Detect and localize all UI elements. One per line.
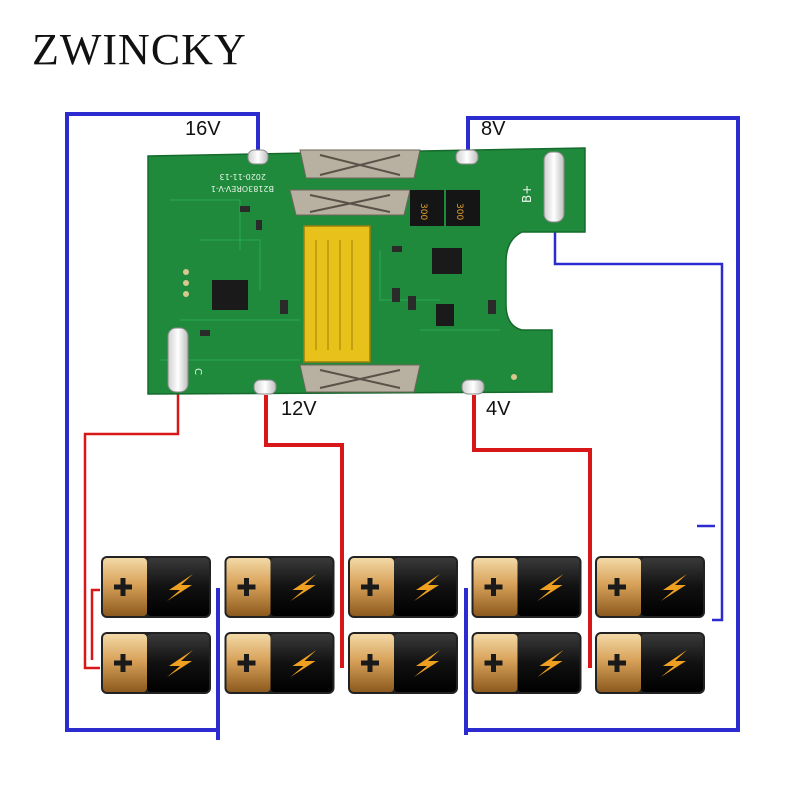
pcb-b-plus-label: B+ <box>520 185 534 203</box>
front-links <box>216 445 592 740</box>
plus-icon <box>608 654 626 672</box>
mosfet-right <box>446 190 480 226</box>
battery-array <box>101 556 705 694</box>
pad-4v <box>461 379 485 395</box>
lightning-bolt-icon <box>537 650 564 677</box>
pad-8v <box>455 149 479 165</box>
pad-b-plus <box>543 151 565 223</box>
pad-16v <box>247 149 269 165</box>
plus-icon <box>608 578 626 596</box>
pcb-c-label: C <box>192 368 203 375</box>
bms-pcb: 300 300 B2183OREV-V-1 2020-11-13 B+ C <box>147 147 586 395</box>
plus-icon <box>237 654 256 672</box>
battery-cell <box>101 556 211 618</box>
battery-cell <box>224 632 335 694</box>
plus-icon <box>361 654 379 672</box>
lightning-bolt-icon <box>290 650 317 677</box>
battery-cell <box>471 556 582 618</box>
wire-b-plus <box>553 225 724 622</box>
ic-chip <box>212 280 248 310</box>
tap-label-4v: 4V <box>486 398 511 420</box>
battery-cell <box>224 556 335 618</box>
lightning-bolt-icon <box>167 650 193 677</box>
tap-label-12v: 12V <box>281 398 317 420</box>
pcb-revision: B2183OREV-V-1 <box>211 184 274 193</box>
ic-tiny <box>436 304 454 326</box>
lightning-bolt-icon <box>661 650 687 677</box>
tap-label-16v: 16V <box>185 118 221 140</box>
wire-12v <box>264 395 344 668</box>
lightning-bolt-icon <box>661 574 687 601</box>
plus-icon <box>114 654 132 672</box>
plus-icon <box>484 654 503 672</box>
battery-cell <box>348 632 458 694</box>
lightning-bolt-icon <box>537 574 564 601</box>
resistor-code-right: 300 <box>454 203 464 220</box>
lightning-bolt-icon <box>167 574 193 601</box>
brand-logo: ZWINCKY <box>32 25 247 74</box>
pcb-date: 2020-11-13 <box>220 172 267 181</box>
resistor-code-left: 300 <box>418 203 428 220</box>
wire-negative <box>83 375 180 670</box>
red-wires <box>83 375 592 670</box>
battery-cell <box>348 556 458 618</box>
connector-ribs <box>315 240 353 350</box>
battery-cell <box>595 556 705 618</box>
lightning-bolt-icon <box>414 574 440 601</box>
lightning-bolt-icon <box>414 650 440 677</box>
plus-icon <box>361 578 379 596</box>
plus-icon <box>484 578 503 596</box>
tap-label-8v: 8V <box>481 118 506 140</box>
plus-icon <box>114 578 132 596</box>
mosfet-left <box>410 190 444 226</box>
battery-cell <box>595 632 705 694</box>
lightning-bolt-icon <box>290 574 317 601</box>
wire-4v <box>472 395 592 668</box>
wire-negative-bridge <box>90 588 100 660</box>
plus-icon <box>237 578 256 596</box>
pad-b-minus <box>167 327 189 393</box>
pad-12v <box>253 379 277 395</box>
yellow-connector <box>303 225 371 363</box>
battery-cell <box>101 632 211 694</box>
ic-small <box>432 248 462 274</box>
battery-cell <box>471 632 582 694</box>
